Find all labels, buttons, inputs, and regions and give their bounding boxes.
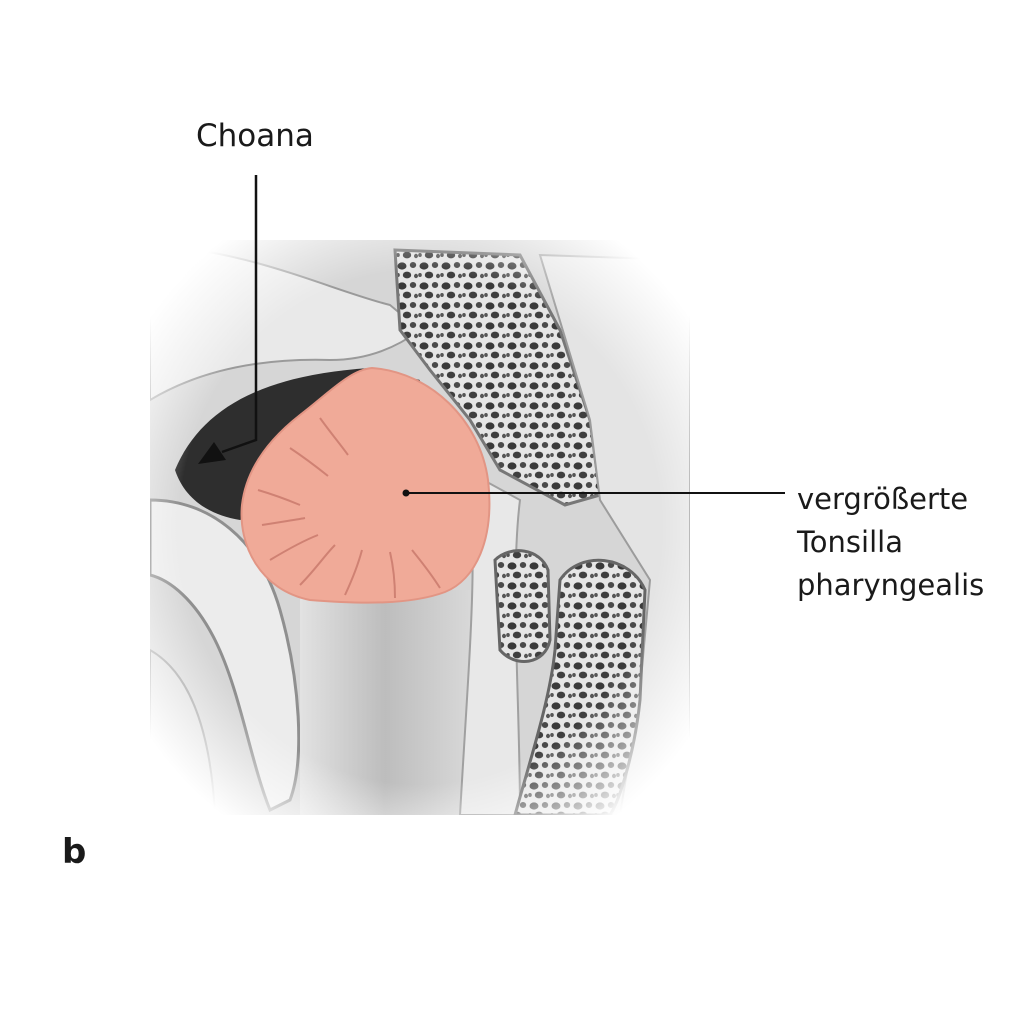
tonsil-leader-dot — [402, 489, 410, 497]
panel-letter: b — [62, 832, 87, 872]
choana-label: Choana — [196, 118, 314, 154]
tonsil-label-line-2: Tonsilla — [797, 525, 903, 559]
tonsil-label: vergrößerte Tonsilla pharyngealis — [797, 478, 984, 607]
tonsil-label-line-1: vergrößerte — [797, 482, 969, 516]
tonsil-label-line-3: pharyngealis — [797, 568, 985, 602]
choana-leader-line — [221, 175, 258, 454]
choana-arrowhead — [198, 442, 226, 464]
